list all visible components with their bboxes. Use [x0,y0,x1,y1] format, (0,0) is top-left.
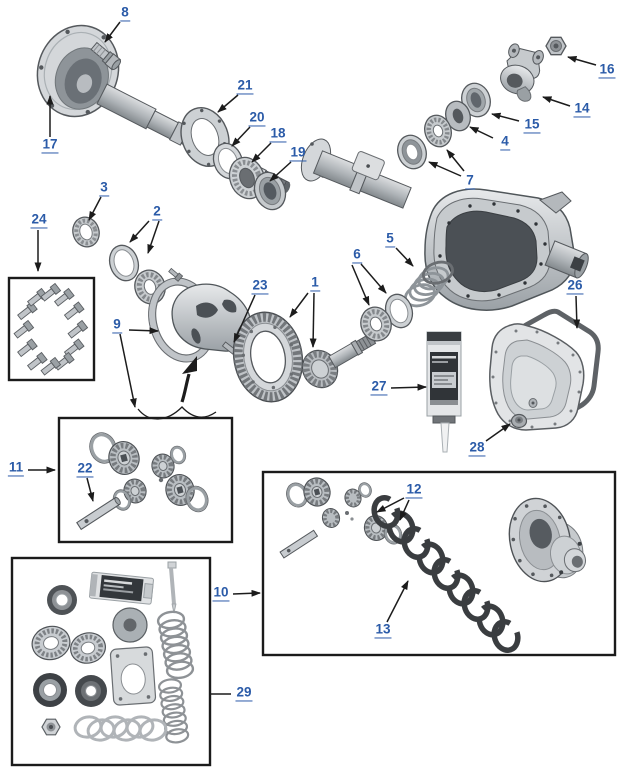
callout-26[interactable]: 26 [566,277,584,294]
callout-arrow-8 [104,21,121,43]
callout-18[interactable]: 18 [269,125,287,142]
part-bearing-15 [461,82,491,118]
callout-arrow-18 [251,142,272,163]
part-washer-4 [445,100,471,132]
callout-arrow-7b [446,149,465,172]
callout-arrow-9a [128,327,159,335]
callout-arrow-10 [232,589,261,597]
part-pinion-nut [545,36,567,56]
callout-arrow-1a [289,292,309,318]
callout-arrow-23 [233,294,256,343]
part-spider-gear-set [89,432,209,513]
callout-arrow-6b [360,263,387,294]
part-sealant-tube [426,331,462,453]
callout-arrow-28 [485,423,511,442]
callout-16[interactable]: 16 [598,61,616,78]
brace-connector [137,406,217,420]
callout-9[interactable]: 9 [112,316,122,333]
callout-10[interactable]: 10 [212,584,230,601]
callout-arrow-2a [129,220,150,243]
callout-24[interactable]: 24 [30,211,48,228]
callout-arrow-2b [147,220,160,254]
callout-arrow-26 [573,295,581,329]
callout-23[interactable]: 23 [251,277,269,294]
assembly-arrow-head [182,356,197,374]
part-pinion-yoke [500,43,544,102]
part-seal-19 [253,171,287,211]
callout-arrow-14 [542,96,571,107]
callout-13[interactable]: 13 [374,621,392,638]
part-ring-gear [232,311,304,403]
callout-arrow-12b [399,499,410,521]
callout-15[interactable]: 15 [523,116,541,133]
callout-arrow-15 [491,112,520,122]
callout-arrow-12a [376,497,405,513]
callout-arrow-1b [309,292,317,348]
callout-8[interactable]: 8 [120,4,130,21]
part-ring-gear-bolts [13,282,89,376]
part-fill-plug [510,413,528,429]
callout-27[interactable]: 27 [370,378,388,395]
callout-21[interactable]: 21 [236,77,254,94]
callout-arrow-22 [86,477,95,502]
callout-1[interactable]: 1 [310,274,320,291]
callout-12[interactable]: 12 [405,481,423,498]
callout-6[interactable]: 6 [352,246,362,263]
part-axle-housing [300,138,589,311]
callout-4[interactable]: 4 [500,133,510,150]
callout-arrow-9b [119,333,137,408]
part-master-install-kit [31,561,195,744]
callout-3[interactable]: 3 [99,179,109,196]
callout-19[interactable]: 19 [289,144,307,161]
callout-arrow-19 [269,161,292,182]
part-pinion-bearing-outer [424,114,452,148]
part-pinion-bearing-inner [360,306,392,342]
part-bearing-race-6 [384,293,414,329]
callout-11[interactable]: 11 [7,459,25,476]
callout-20[interactable]: 20 [248,109,266,126]
callout-arrow-6a [351,264,370,306]
part-flange-bolt [90,41,122,71]
part-differential-cover [489,323,585,431]
assembly-arrow-tail [180,373,191,403]
callout-arrow-13 [386,580,409,623]
callout-22[interactable]: 22 [76,460,94,477]
part-pinion-seal [397,134,427,170]
callout-29[interactable]: 29 [235,684,253,701]
callout-14[interactable]: 14 [573,100,591,117]
callout-arrow-4 [469,126,494,139]
part-clutch-disc-stack [371,495,521,653]
callout-arrow-20 [231,126,251,147]
part-traclok-gear-set [279,477,403,559]
part-bearing-race-2 [108,244,140,282]
callout-arrow-27 [390,383,427,391]
callout-17[interactable]: 17 [41,136,59,153]
callout-arrow-3 [88,196,102,221]
part-spacer-3 [72,216,100,248]
callout-7[interactable]: 7 [465,172,475,189]
callout-arrow-16 [567,55,597,66]
callout-arrow-5 [395,247,414,267]
part-traclok-case [508,497,587,583]
callout-arrows [28,21,597,695]
callout-5[interactable]: 5 [385,230,395,247]
callout-2[interactable]: 2 [152,203,162,220]
callout-28[interactable]: 28 [468,439,486,456]
callout-arrow-7a [428,161,462,177]
part-cross-shaft-22 [76,496,121,531]
callout-arrow-21 [217,94,239,113]
